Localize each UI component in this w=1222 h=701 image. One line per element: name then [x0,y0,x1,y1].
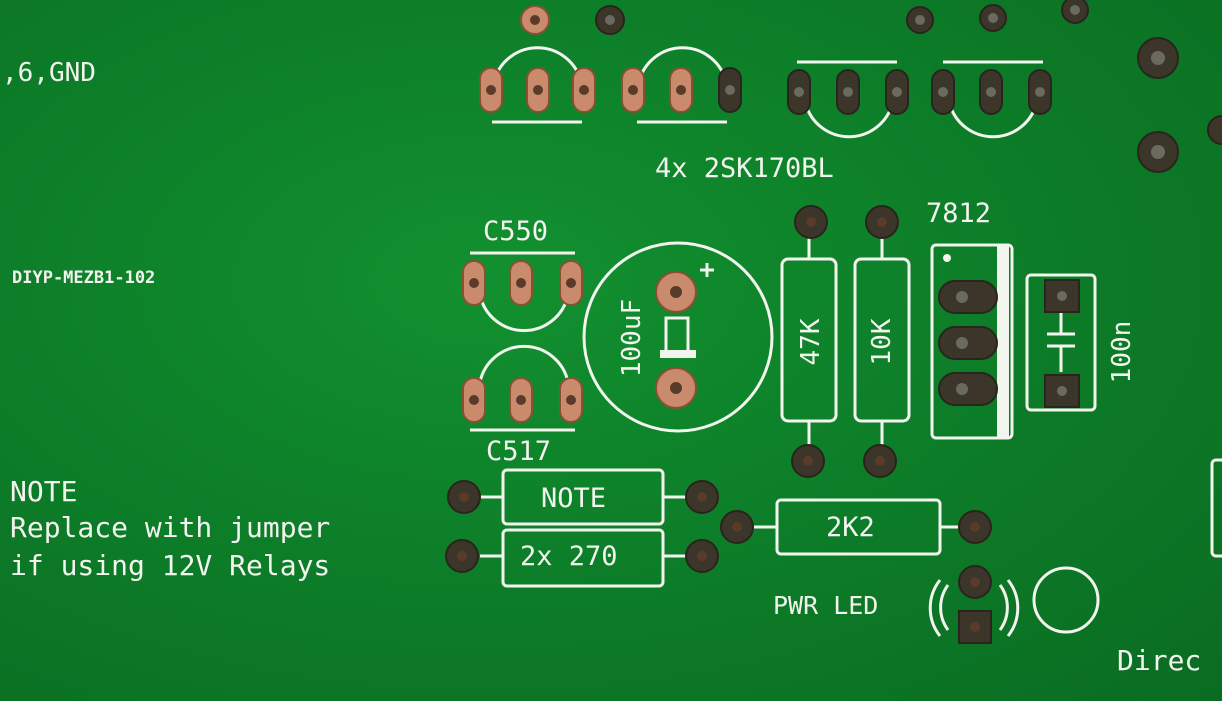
cap-100n [1025,273,1097,412]
resistor-47k [780,205,838,478]
top-pads [520,0,1222,173]
mount-circle [1032,566,1100,634]
jfet-q3 [787,60,909,139]
resistor-note [447,468,719,526]
note-title: NOTE [10,475,78,508]
edge-outline [1210,458,1222,558]
resistor-10k [853,205,911,478]
r-270-label: 2x 270 [520,541,618,572]
jfet-label: 4x 2SK170BL [655,153,834,184]
board-id-label: DIYP-MEZB1-102 [12,268,156,288]
r10k-label: 10K [867,318,897,366]
reg-label: 7812 [926,198,992,229]
gnd-label: ,6,GND [2,58,96,88]
regulator-7812 [930,243,1014,440]
cap-100uf-label: 100uF [617,298,647,378]
jfet-q2 [621,46,742,124]
cap-c517 [462,344,583,432]
pwr-led [928,565,1020,644]
note-line-1: Replace with jumper [10,511,331,544]
cap-c550 [462,251,583,333]
note-line-2: if using 12V Relays [10,549,331,582]
c517-label: C517 [486,436,552,467]
resistor-270 [445,528,719,588]
cap-100n-label: 100n [1107,320,1137,384]
r-2k2-label: 2K2 [826,512,875,543]
r47k-label: 47K [796,318,826,366]
r-note-label: NOTE [541,483,607,514]
jfet-q1 [479,46,596,124]
cap-100uf [582,241,774,433]
direc-label: Direc [1117,644,1202,677]
pwr-led-label: PWR LED [773,591,879,620]
resistor-2k2 [720,498,992,556]
jfet-q4 [931,60,1052,139]
c550-label: C550 [483,216,549,247]
